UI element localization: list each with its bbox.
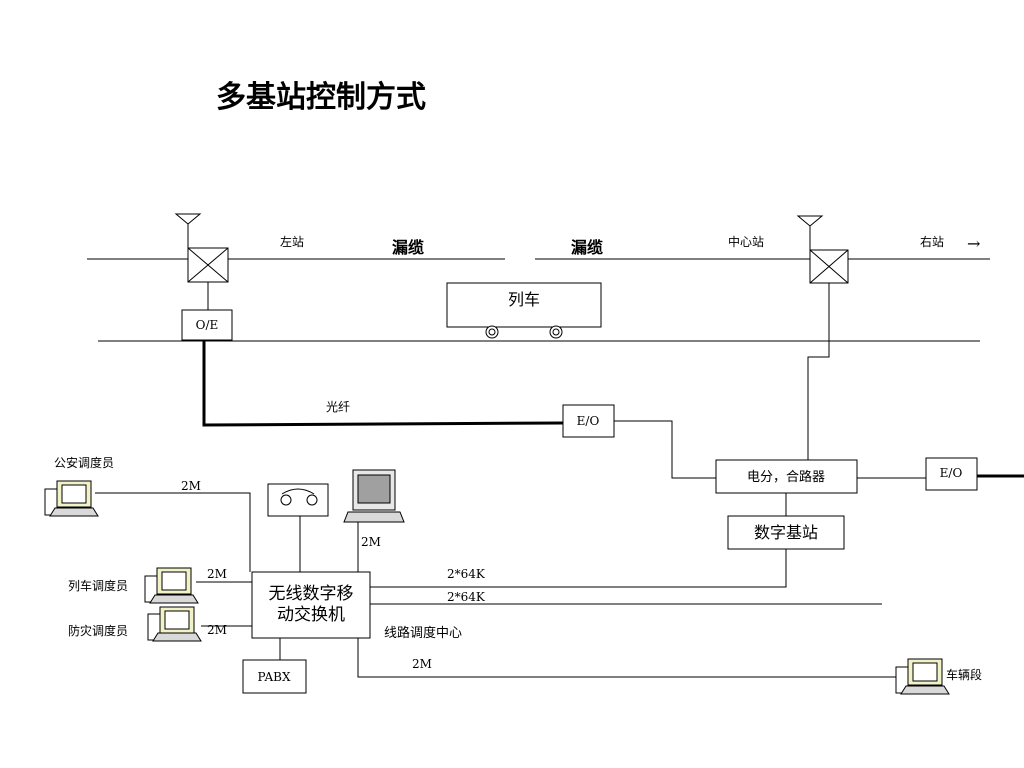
train-dispatcher-label: 列车调度员 xyxy=(68,578,128,593)
pabx-box xyxy=(242,659,307,694)
laptop-icon xyxy=(343,469,405,523)
direction-arrow-icon: → xyxy=(967,234,980,253)
wheel-icon xyxy=(485,325,499,339)
fiber-link xyxy=(202,340,564,427)
antenna-icon-left xyxy=(174,213,202,248)
switch-label-line2: 动交换机 xyxy=(277,605,345,625)
link-police xyxy=(95,492,251,572)
disaster-dispatcher-label: 防灾调度员 xyxy=(68,623,128,638)
eo-label: E/O xyxy=(577,414,600,428)
oe-label: O/E xyxy=(196,318,219,332)
link-train-label: 2M xyxy=(207,567,227,581)
police-dispatcher-label: 公安调度员 xyxy=(54,455,114,470)
computer-icon-depot xyxy=(895,658,950,695)
pabx-label: PABX xyxy=(258,670,291,684)
link-64k-1 xyxy=(370,549,787,588)
switch-label-line1: 无线数字移 xyxy=(269,584,354,604)
link-64k-label-2: 2*64K xyxy=(447,590,486,604)
telephone-icon xyxy=(267,483,329,517)
center-station-label: 中心站 xyxy=(728,234,764,249)
antenna-icon-right xyxy=(796,215,824,250)
computer-icon-police xyxy=(44,480,99,517)
wireless-switch-box xyxy=(251,571,371,639)
link-disaster-label: 2M xyxy=(207,623,227,637)
link-depot xyxy=(357,638,896,678)
eo-splitter-link xyxy=(614,420,716,479)
leaky-cable-label-2: 漏缆 xyxy=(571,238,603,257)
leaky-cable-label-1: 漏缆 xyxy=(392,238,424,257)
train-label: 列车 xyxy=(508,290,540,309)
link-laptop-label: 2M xyxy=(361,535,381,549)
link-64k-label-1: 2*64K xyxy=(447,567,486,581)
page-title: 多基站控制方式 xyxy=(216,80,426,115)
link-police-label: 2M xyxy=(181,479,201,493)
line-center-label: 线路调度中心 xyxy=(384,625,462,641)
coupler-icon-left xyxy=(187,247,229,283)
antenna-feed-line xyxy=(807,283,830,460)
train: 列车 xyxy=(446,282,602,339)
coupler-icon-right xyxy=(809,249,849,284)
fiber-label: 光纤 xyxy=(326,400,350,414)
splitter-combiner-box xyxy=(715,459,858,494)
link-depot-label: 2M xyxy=(412,657,432,671)
digital-base-station-box xyxy=(727,515,845,550)
wheel-icon xyxy=(549,325,563,339)
splitter-label: 电分，合路器 xyxy=(747,469,825,485)
left-station-label: 左站 xyxy=(280,234,304,249)
base-station-label: 数字基站 xyxy=(754,523,818,542)
right-station-label: 右站 xyxy=(920,234,944,249)
computer-icon-disaster xyxy=(147,606,202,642)
eo-converter-box-right xyxy=(925,457,978,491)
depot-label: 车辆段 xyxy=(946,667,982,682)
oe-converter-box xyxy=(181,309,233,341)
eo-right-label: E/O xyxy=(940,466,963,480)
computer-icon-train xyxy=(144,567,199,604)
